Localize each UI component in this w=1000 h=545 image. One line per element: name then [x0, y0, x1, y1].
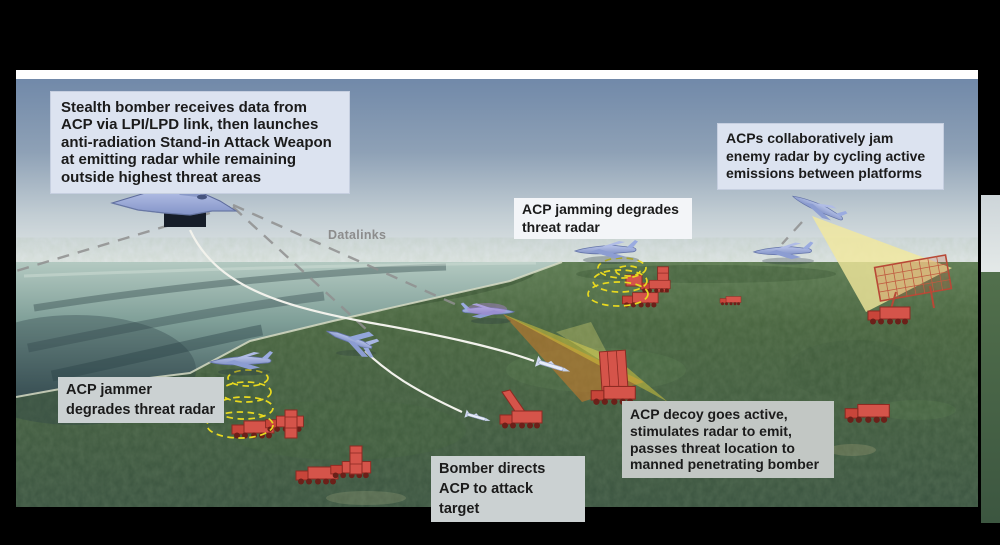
decoy-acp-icon — [460, 302, 515, 319]
photo-edge-sliver-sky — [981, 195, 1000, 272]
radar-array-site-right — [867, 254, 953, 325]
photo-edge-sliver-land — [981, 272, 1000, 523]
emission-cone-icon — [812, 216, 952, 312]
target-launcher — [499, 389, 543, 429]
sam-launcher-icon — [349, 445, 363, 475]
callout-bomber-directs-acp: Bomber directs ACP to attack target — [431, 456, 585, 522]
datalink-lines — [16, 203, 803, 332]
jammed-radar-site-mid — [621, 266, 742, 308]
weapon-trajectories — [189, 229, 573, 426]
callout-acp-decoy: ACP decoy goes active, stimulates radar … — [622, 401, 834, 479]
sam-launcher-icon — [284, 409, 298, 439]
label-datalinks: Datalinks — [328, 228, 387, 242]
datalink-icon — [781, 221, 803, 245]
callout-acp-jammer-degrades: ACP jammer degrades threat radar — [58, 377, 224, 423]
datalink-icon — [232, 206, 369, 332]
top-white-strip — [16, 70, 978, 79]
callout-stealth-bomber: Stealth bomber receives data from ACP vi… — [50, 91, 350, 195]
jamming-coils-mid — [587, 257, 649, 307]
datalink-icon — [16, 205, 231, 273]
callout-acp-jamming-degrades: ACP jamming degrades threat radar — [514, 198, 692, 239]
target-radar-site — [590, 349, 636, 406]
callout-acps-collaborative-jam: ACPs collaboratively jam enemy radar by … — [717, 123, 944, 190]
